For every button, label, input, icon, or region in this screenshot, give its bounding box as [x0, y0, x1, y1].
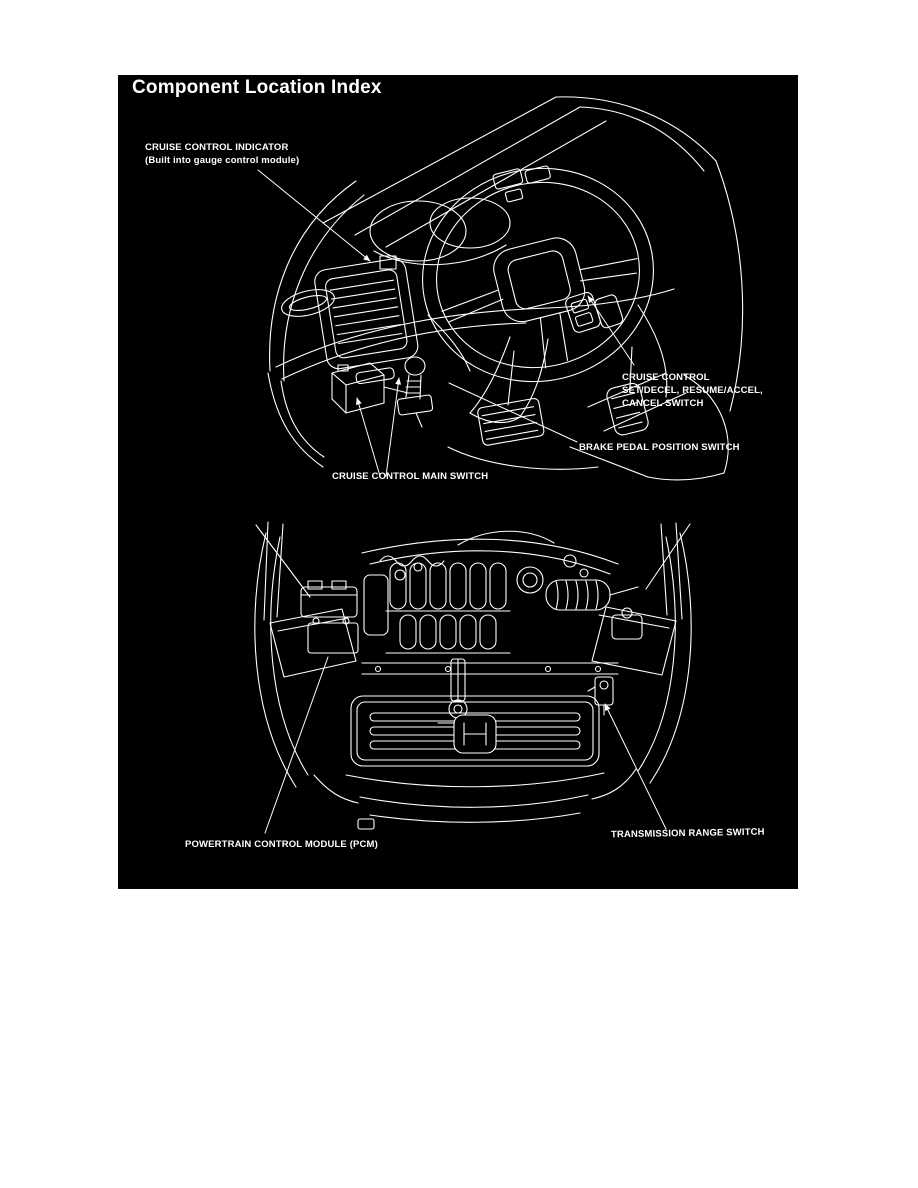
label-line: CRUISE CONTROL MAIN SWITCH — [332, 471, 489, 482]
pcm-fuse-box — [300, 580, 359, 654]
label-transmission-range-switch: TRANSMISSION RANGE SWITCH — [611, 826, 765, 842]
bumper — [313, 768, 637, 830]
steering-column — [469, 336, 549, 424]
leader-trs — [604, 703, 667, 830]
side-vent — [281, 289, 335, 317]
diagram-canvas — [254, 96, 744, 834]
intake-manifold — [363, 562, 511, 654]
cruise-set-switch — [565, 291, 624, 333]
center-vent — [314, 258, 419, 385]
air-intake — [516, 566, 643, 640]
label-powertrain-control-module: POWERTRAIN CONTROL MODULE (PCM) — [185, 838, 378, 851]
windshield-lines — [322, 96, 744, 412]
leader-main-switch-b — [385, 377, 402, 477]
pedals — [477, 346, 649, 446]
label-line: BRAKE PEDAL POSITION SWITCH — [579, 442, 740, 453]
console-lines — [569, 372, 729, 481]
hood-cowl — [255, 521, 691, 621]
leader-cruise-indicator — [257, 169, 371, 262]
engine-bay-diagram — [254, 521, 692, 830]
label-cruise-control-set-switch: CRUISE CONTROL SET/DECEL, RESUME/ACCEL, … — [622, 371, 763, 410]
leader-lines — [257, 169, 667, 834]
headlight-right — [591, 606, 677, 676]
page-title: Component Location Index — [132, 77, 382, 98]
component-location-panel: Component Location Index — [118, 75, 798, 889]
label-line: TRANSMISSION RANGE SWITCH — [610, 826, 765, 841]
label-brake-pedal-position-switch: BRAKE PEDAL POSITION SWITCH — [579, 441, 740, 454]
instrument-cluster — [369, 197, 511, 270]
leader-set-switch — [587, 295, 635, 366]
label-line: POWERTRAIN CONTROL MODULE (PCM) — [185, 839, 378, 850]
radiator-support — [361, 662, 619, 675]
label-cruise-control-indicator: CRUISE CONTROL INDICATOR (Built into gau… — [145, 141, 299, 167]
label-line: SET/DECEL, RESUME/ACCEL, — [622, 385, 763, 396]
brake-pedal — [477, 397, 545, 446]
interior-diagram — [267, 96, 744, 481]
label-line: CANCEL SWITCH — [622, 398, 704, 409]
label-line: CRUISE CONTROL INDICATOR — [145, 142, 289, 153]
label-cruise-control-main-switch: CRUISE CONTROL MAIN SWITCH — [332, 470, 488, 483]
leader-pcm — [264, 656, 329, 834]
gauge-module — [379, 255, 397, 270]
leader-brake-pedal — [448, 382, 578, 443]
leader-main-switch-a — [355, 397, 381, 477]
steering-wheel — [422, 165, 654, 383]
headlight-left — [269, 608, 357, 678]
transmission-range-switch-part — [587, 676, 614, 716]
a-pillar — [267, 180, 365, 468]
label-line: (Built into gauge control module) — [145, 155, 300, 166]
cruise-main-switch — [331, 356, 434, 428]
accelerator-pedal — [606, 382, 649, 436]
label-line: CRUISE CONTROL — [622, 372, 710, 383]
grille — [350, 695, 600, 767]
